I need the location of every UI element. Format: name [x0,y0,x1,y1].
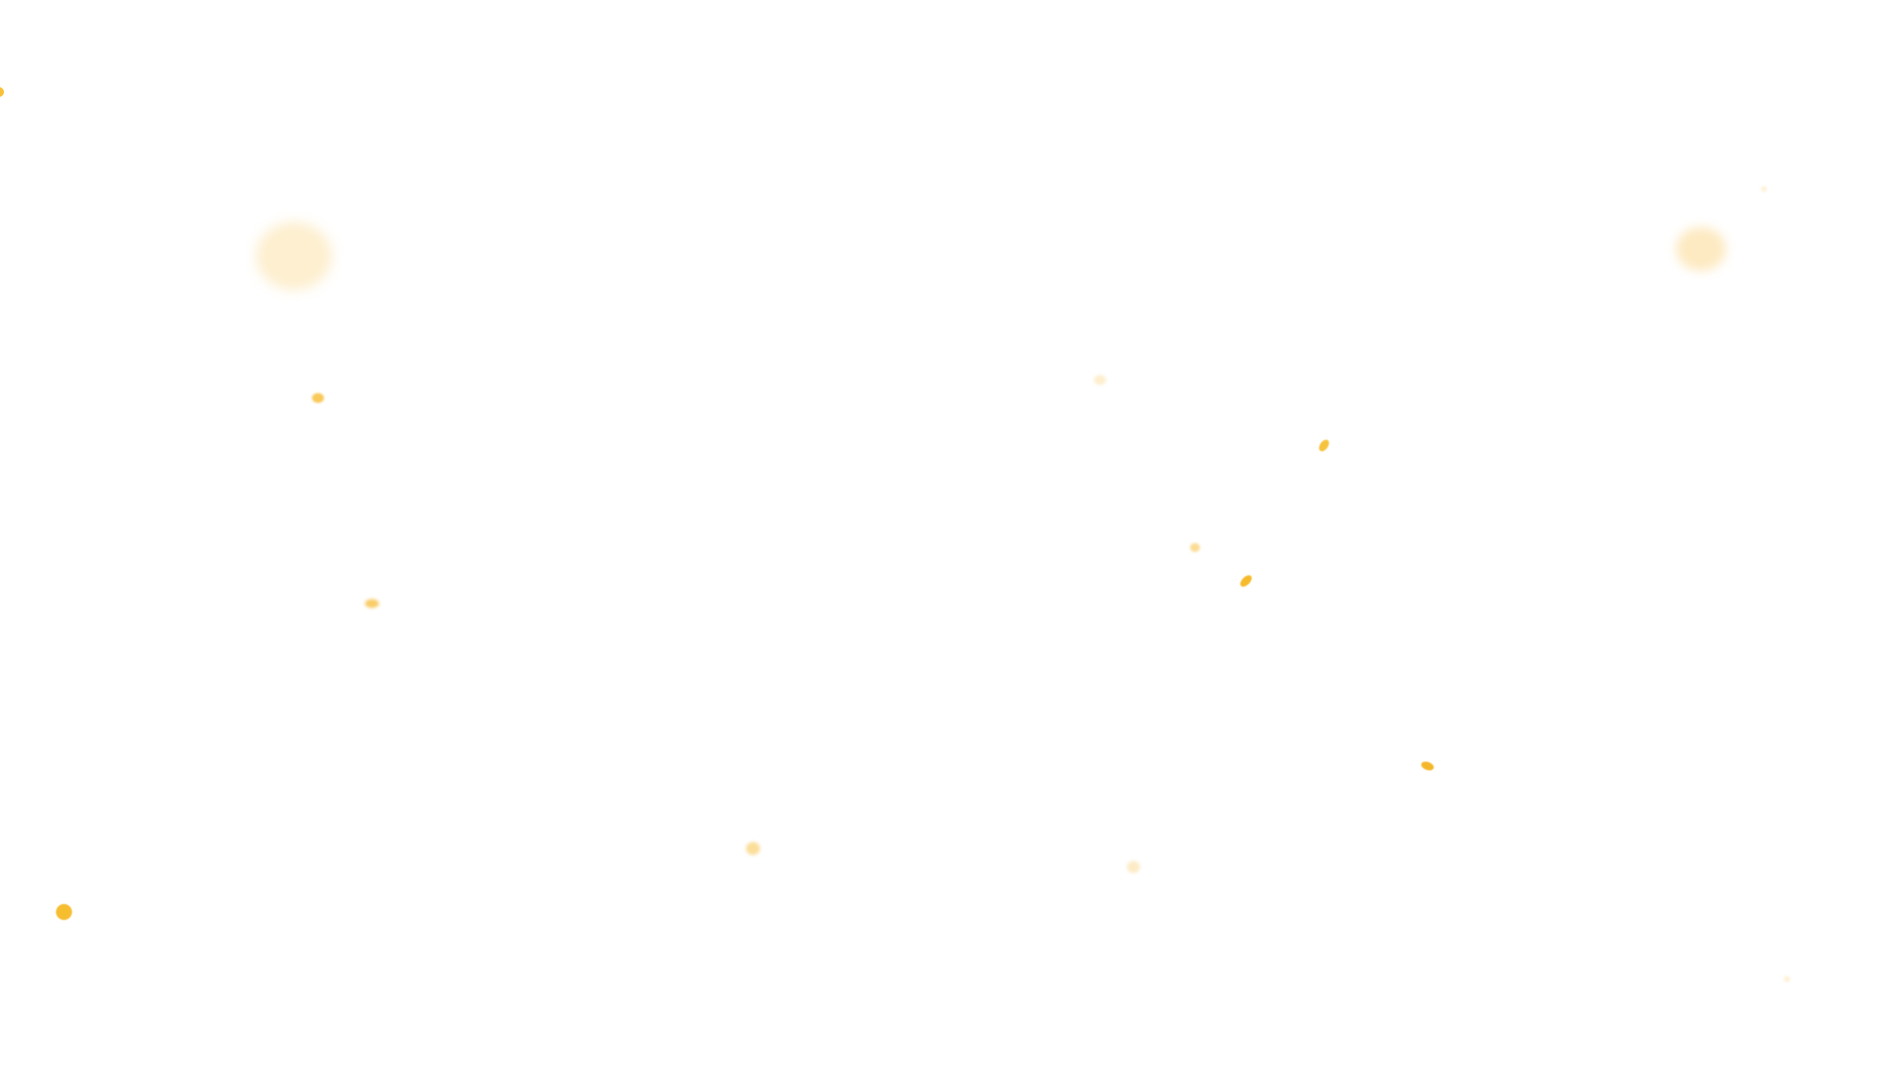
dot-particle [1238,573,1254,589]
dot-particle [1420,760,1435,772]
dot-particle [1761,186,1767,192]
dot-particle [1190,543,1200,552]
dot-particle [1784,976,1790,982]
dot-particle [0,87,4,97]
dot-particle [746,842,760,855]
dot-particle [1127,861,1140,873]
dot-particle [1316,437,1332,454]
soft-glow-particle [1676,227,1726,271]
dot-particle [365,599,379,608]
dot-particle [1094,375,1106,385]
dot-particle [312,393,324,403]
soft-glow-particle [256,222,332,290]
dot-particle [56,904,72,920]
